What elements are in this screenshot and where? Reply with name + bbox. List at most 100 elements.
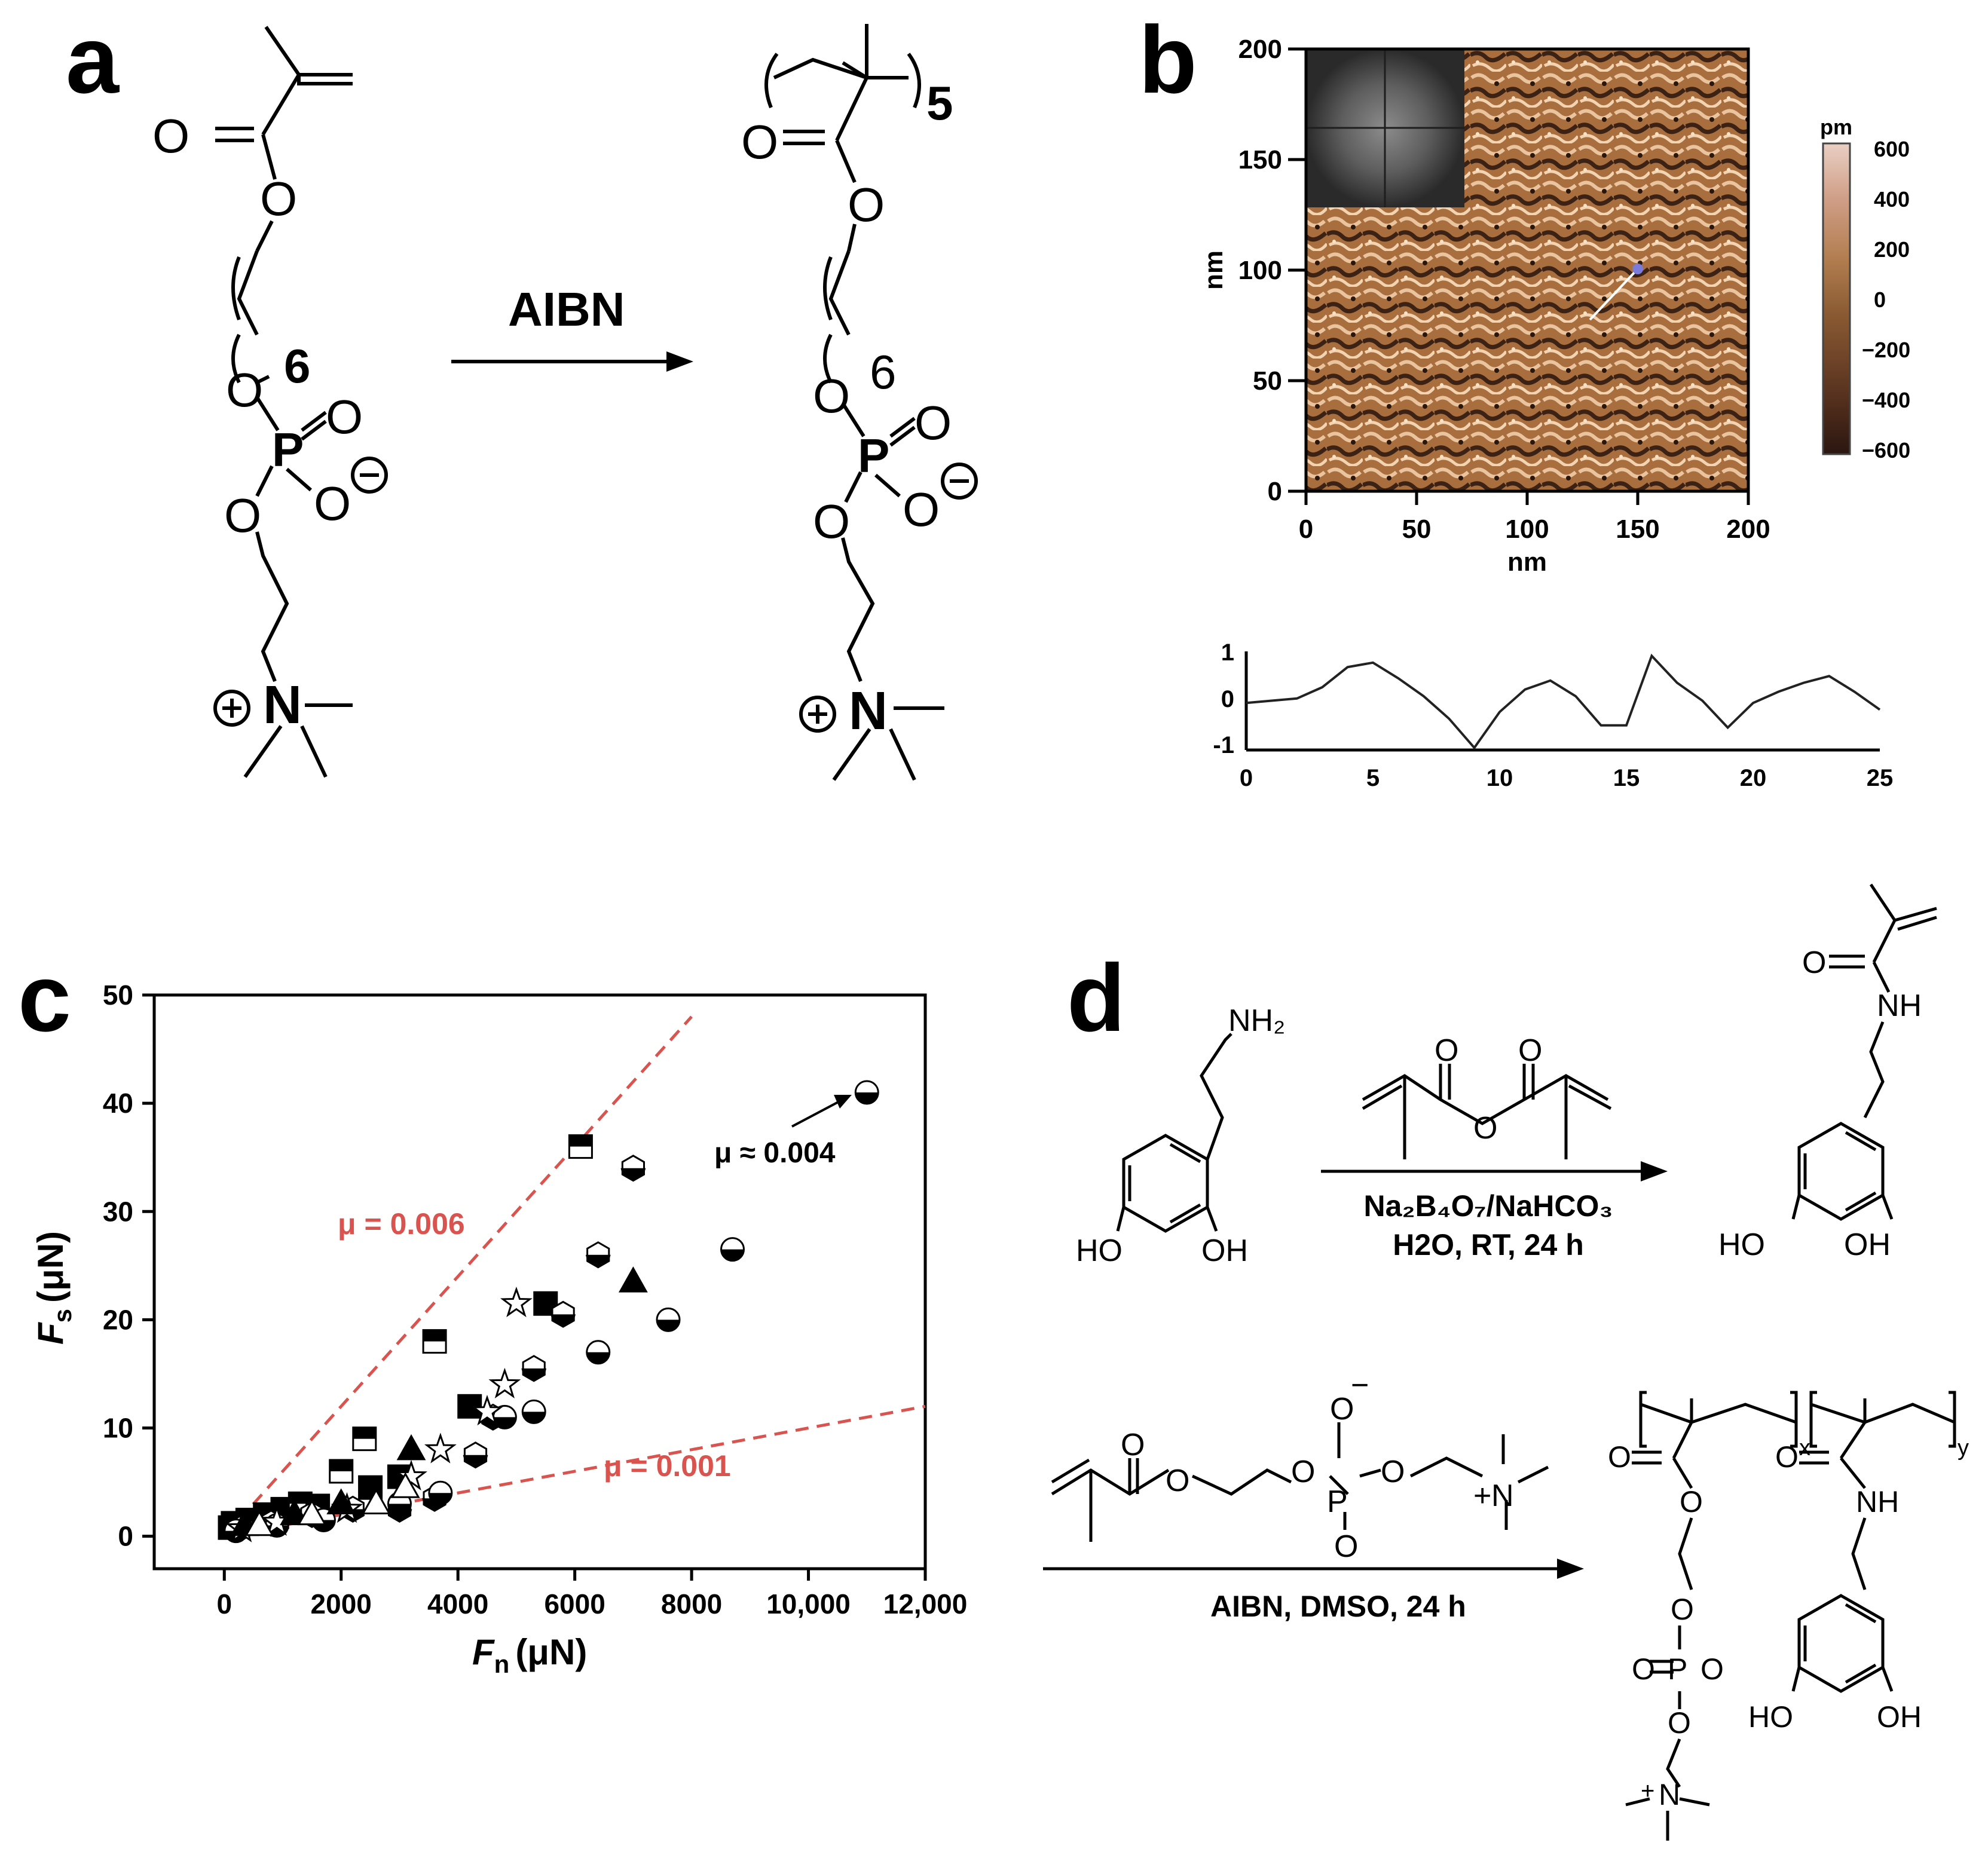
y-tick-label: 40 xyxy=(103,1088,133,1119)
colorbar-tick-600: 600 xyxy=(1874,137,1910,161)
data-point-triangle-outline xyxy=(244,1510,274,1536)
polymer-O-4: O xyxy=(813,495,850,548)
copolymer-oh: OH xyxy=(1877,1700,1922,1734)
chart-plot-frame xyxy=(152,993,927,1571)
afm-y-tick-0: 0 xyxy=(1268,477,1282,506)
mpc-o-top: O xyxy=(1330,1392,1354,1426)
data-point-circle-half xyxy=(586,1340,611,1365)
annotation-mu-0004: μ ≈ 0.004 xyxy=(714,1137,836,1169)
data-point-star-outline xyxy=(395,1459,427,1491)
reference-line-0 xyxy=(223,1015,693,1538)
polymer-O-1: O xyxy=(813,369,850,423)
anhydride-o-2: O xyxy=(1518,1033,1542,1068)
polymer-structure xyxy=(764,24,978,781)
polymer-P: P xyxy=(858,429,889,482)
afm-y-tick-200: 200 xyxy=(1238,35,1282,64)
mpc-n: N xyxy=(1491,1478,1514,1513)
y-axis-label-main: F xyxy=(30,1322,71,1345)
anhydride-o-1: O xyxy=(1435,1033,1458,1068)
afm-x-axis-label: nm xyxy=(1507,547,1547,577)
copolymer-sub-y: y xyxy=(1958,1435,1969,1461)
x-tick-label: 0 xyxy=(216,1588,232,1620)
afm-profile-line xyxy=(1589,268,1639,321)
copolymer-nh: NH xyxy=(1856,1485,1899,1519)
afm-x-tick-100: 100 xyxy=(1505,515,1549,544)
data-point-hexagon-half xyxy=(585,1241,611,1269)
profile-y-tick-0: 0 xyxy=(1221,686,1234,712)
data-point-circle-half xyxy=(656,1307,681,1332)
copolymer-structure xyxy=(1625,1391,1956,1841)
profile-y-tick-neg1: -1 xyxy=(1213,732,1234,758)
colorbar-unit: pm xyxy=(1820,115,1852,139)
panel-label-d: d xyxy=(1067,944,1125,1051)
monomer-repeat-6: 6 xyxy=(284,339,311,393)
dopamine-structure xyxy=(1116,1033,1232,1233)
copolymer-o-1: O xyxy=(1608,1440,1631,1474)
mpc-plus: + xyxy=(1473,1478,1491,1513)
data-point-square-half-top xyxy=(329,1459,354,1484)
copolymer-p: P xyxy=(1668,1652,1687,1686)
polymer-O-3: O xyxy=(903,483,940,536)
data-point-triangle-filled xyxy=(396,1434,426,1461)
copolymer-n: N xyxy=(1659,1778,1680,1811)
data-point-hexagon-half xyxy=(620,1155,646,1182)
data-point-circle-half xyxy=(720,1237,745,1262)
y-tick-label: 20 xyxy=(103,1304,133,1335)
data-point-square-filled xyxy=(457,1394,482,1419)
profile-x-tick-15: 15 xyxy=(1613,765,1640,791)
mpc-minus: − xyxy=(1351,1368,1369,1403)
x-axis-label-sub: n xyxy=(494,1650,510,1678)
colorbar-tick-neg400: −400 xyxy=(1862,388,1910,412)
x-tick-label: 4000 xyxy=(427,1588,488,1620)
data-point-star-outline xyxy=(500,1286,533,1318)
monomer-P: P xyxy=(272,423,304,476)
x-tick-label: 2000 xyxy=(311,1588,372,1620)
monomer-O-1: O xyxy=(226,363,263,417)
reagent-aibn: AIBN xyxy=(508,283,625,336)
data-point-square-half-top xyxy=(568,1134,593,1159)
panel-d-synthesis: NH₂ HO OH O O O Na₂B₄O₇/NaHCO₃ H2O, RT, … xyxy=(1043,883,1969,1841)
afm-x-tick-200: 200 xyxy=(1726,515,1770,544)
colorbar-tick-neg600: −600 xyxy=(1862,438,1910,463)
data-point-square-half-top xyxy=(422,1329,447,1354)
panel-label-c: c xyxy=(18,944,71,1051)
afm-x-tick-150: 150 xyxy=(1616,515,1659,544)
x-tick-label: 10,000 xyxy=(766,1588,851,1620)
profile-x-tick-5: 5 xyxy=(1366,765,1380,791)
monomer-O-carbonyl: O xyxy=(152,109,189,163)
x-axis-label-main: F xyxy=(472,1632,495,1672)
mpc-o-bottom: O xyxy=(1334,1529,1358,1564)
anhydride-o-bridge: O xyxy=(1473,1111,1497,1146)
monomer-O-ester: O xyxy=(260,172,297,225)
data-point-triangle-outline xyxy=(297,1499,327,1526)
profile-x-tick-20: 20 xyxy=(1740,765,1767,791)
panel-label-a: a xyxy=(66,6,120,113)
height-profile: 1 0 -1 0 5 10 15 20 25 xyxy=(1213,639,1893,791)
polymer-O-carbonyl: O xyxy=(741,115,778,169)
data-point-circle-half xyxy=(492,1404,517,1429)
profile-y-tick-1: 1 xyxy=(1221,639,1234,666)
anhydride-structure xyxy=(1362,1064,1612,1159)
afm-y-axis-label: nm xyxy=(1199,250,1228,290)
afm-y-tick-50: 50 xyxy=(1253,366,1282,396)
dma-nh: NH xyxy=(1877,988,1922,1023)
mpc-o-2: O xyxy=(1291,1455,1315,1489)
mpc-o-ester: O xyxy=(1166,1464,1189,1498)
panel-b-afm: 200 150 100 50 0 0 50 100 150 200 nm nm … xyxy=(1199,35,1910,791)
data-point-hexagon-half xyxy=(463,1441,488,1469)
data-point-hexagon-half xyxy=(521,1355,547,1382)
data-point-triangle-filled xyxy=(618,1266,648,1293)
copolymer-o-2: O xyxy=(1680,1485,1703,1519)
afm-x-tick-50: 50 xyxy=(1402,515,1432,544)
panel-a-monomer-polymerization: O O 6 O P O O O N AIBN xyxy=(152,24,978,781)
data-point-square-half-top xyxy=(352,1426,377,1452)
dopamine-oh: OH xyxy=(1201,1233,1248,1268)
data-point-triangle-filled xyxy=(326,1488,356,1514)
dopamine-ho: HO xyxy=(1076,1233,1123,1268)
colorbar-tick-400: 400 xyxy=(1874,187,1910,212)
copolymer-o-4: O xyxy=(1700,1652,1724,1686)
polymer-repeat-6: 6 xyxy=(870,345,897,399)
data-point-triangle-filled xyxy=(280,1499,309,1526)
